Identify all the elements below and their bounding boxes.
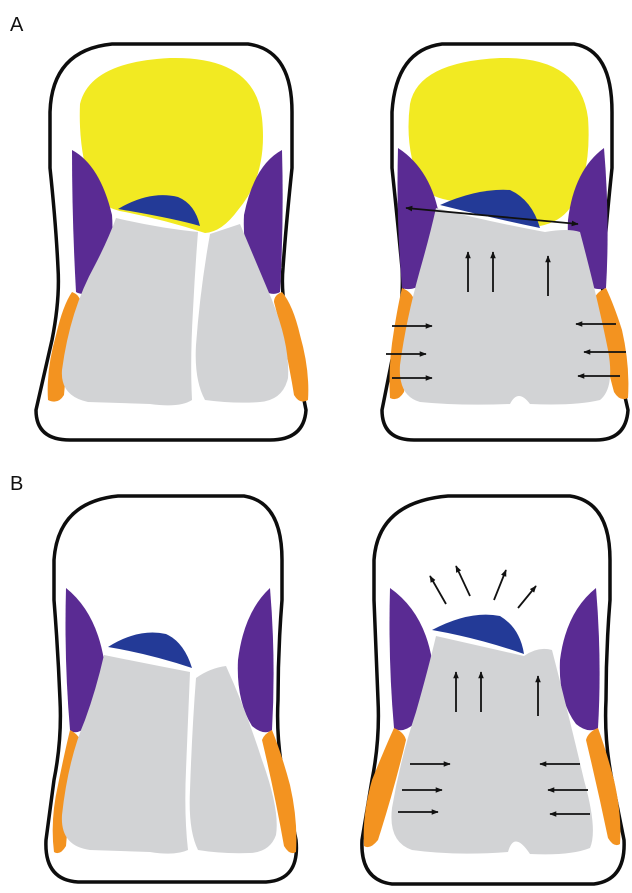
panel-label-a: A bbox=[10, 14, 24, 36]
embryo-b-left bbox=[46, 496, 297, 882]
embryo-a-left bbox=[36, 44, 308, 440]
embryo-a-right bbox=[382, 44, 628, 440]
panel-label-b: B bbox=[10, 473, 23, 495]
embryo-b-right bbox=[362, 496, 624, 884]
